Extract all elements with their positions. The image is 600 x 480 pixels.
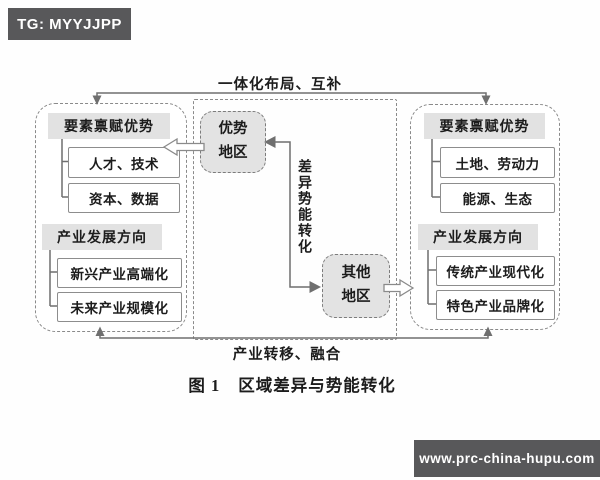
left-item-emerging-highend: 新兴产业高端化 xyxy=(57,258,182,288)
right-item-land-labor: 土地、劳动力 xyxy=(440,147,555,178)
left-section-title-endowment: 要素禀赋优势 xyxy=(48,113,170,139)
left-item-future-scale: 未来产业规模化 xyxy=(57,292,182,322)
telegram-watermark-badge: TG: MYYJJPP xyxy=(8,8,131,40)
bottom-flow-label: 产业转移、融合 xyxy=(232,347,342,363)
other-region-label: 其他地区 xyxy=(341,265,371,305)
advantaged-region-label: 优势地区 xyxy=(218,121,248,161)
right-section-title-industry: 产业发展方向 xyxy=(418,224,538,250)
top-flow-label: 一体化布局、互补 xyxy=(218,77,342,93)
figure-caption-title: 区域差异与势能转化 xyxy=(238,376,396,395)
left-item-talent-technology: 人才、技术 xyxy=(68,147,180,178)
right-item-traditional-modern: 传统产业现代化 xyxy=(436,256,555,286)
website-watermark-badge: www.prc-china-hupu.com xyxy=(414,440,600,477)
figure-caption: 图 1 区域差异与势能转化 xyxy=(92,372,492,396)
left-item-capital-data: 资本、数据 xyxy=(68,183,180,213)
right-section-title-endowment: 要素禀赋优势 xyxy=(424,113,545,139)
left-section-title-industry: 产业发展方向 xyxy=(42,224,162,250)
figure-caption-number: 图 1 xyxy=(188,376,221,395)
right-item-characteristic-brand: 特色产业品牌化 xyxy=(436,290,555,320)
advantaged-region-node: 优势地区 xyxy=(200,111,266,173)
other-region-node: 其他地区 xyxy=(322,254,390,318)
right-item-energy-ecology: 能源、生态 xyxy=(440,183,555,213)
